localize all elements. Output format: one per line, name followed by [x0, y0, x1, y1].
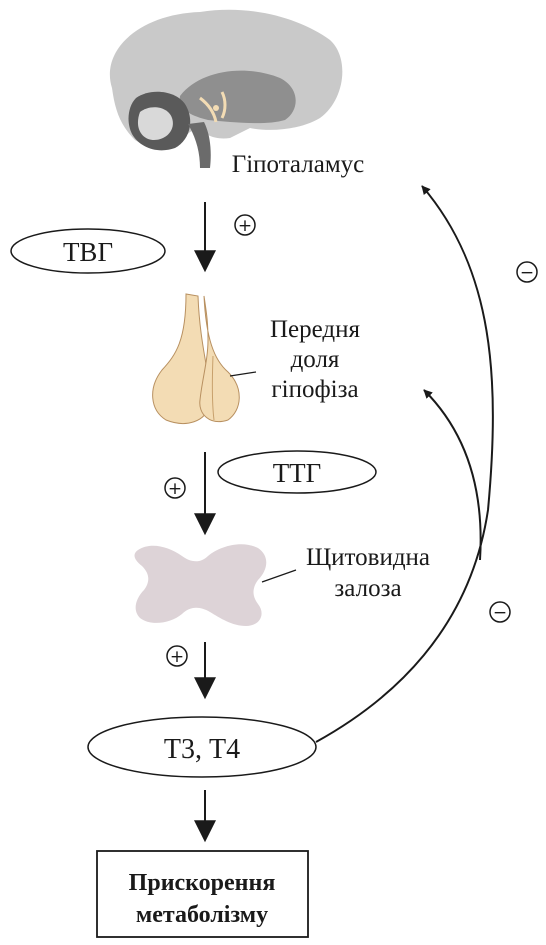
inhibit-sign-pituitary: − — [493, 603, 507, 623]
inhibit-sign-hypothalamus: − — [520, 263, 534, 283]
pituitary-label-line3: гіпофіза — [271, 376, 358, 403]
stimulate-sign-2: + — [168, 479, 182, 499]
thyroid-illustration — [135, 544, 267, 626]
stimulate-sign-3: + — [170, 647, 184, 667]
pituitary-label-line1: Передня — [270, 316, 361, 343]
pituitary-leader-line — [230, 372, 256, 376]
thyroid-leader-line — [262, 570, 296, 582]
ttg-label: ТТГ — [273, 458, 322, 488]
tbg-label: ТВГ — [63, 237, 113, 267]
thyroid-label-line2: залоза — [334, 575, 401, 602]
pituitary-label-line2: доля — [291, 346, 340, 373]
pituitary-illustration — [153, 294, 240, 423]
hormones-label: Т3, Т4 — [164, 734, 240, 765]
stimulate-sign-1: + — [238, 216, 252, 236]
feedback-arrow-to-pituitary — [424, 390, 481, 560]
outcome-label-line1: Прискорення — [129, 870, 276, 896]
outcome-label-line2: метаболізму — [136, 902, 268, 928]
thyroid-label-line1: Щитовидна — [306, 544, 430, 571]
hypothalamus-label: Гіпоталамус — [232, 151, 364, 178]
brain-illustration — [110, 10, 342, 168]
